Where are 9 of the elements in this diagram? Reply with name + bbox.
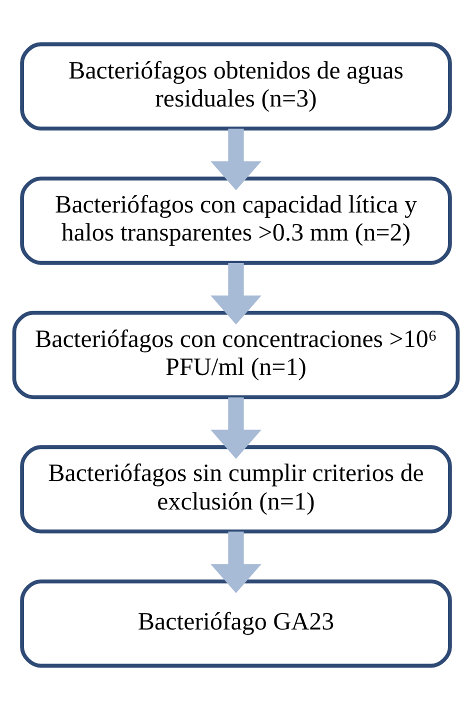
node-box: Bacteriófagos con concentraciones >10⁶ PFU/ml (n=1) — [12, 310, 460, 399]
node-box: Bacteriófago GA23 — [20, 578, 452, 668]
node-box: Bacteriófagos sin cumplir criterios de exclusión (n=1) — [20, 444, 452, 533]
arrow — [210, 262, 262, 324]
node-box: Bacteriófagos con capacidad lítica y halos transparentes >0.3 mm (n=2) — [20, 176, 452, 264]
arrow — [210, 531, 262, 593]
arrow — [210, 396, 262, 458]
arrow — [210, 128, 262, 190]
node-box: Bacteriófagos obtenidos de aguas residuales (n=3) — [20, 42, 452, 130]
